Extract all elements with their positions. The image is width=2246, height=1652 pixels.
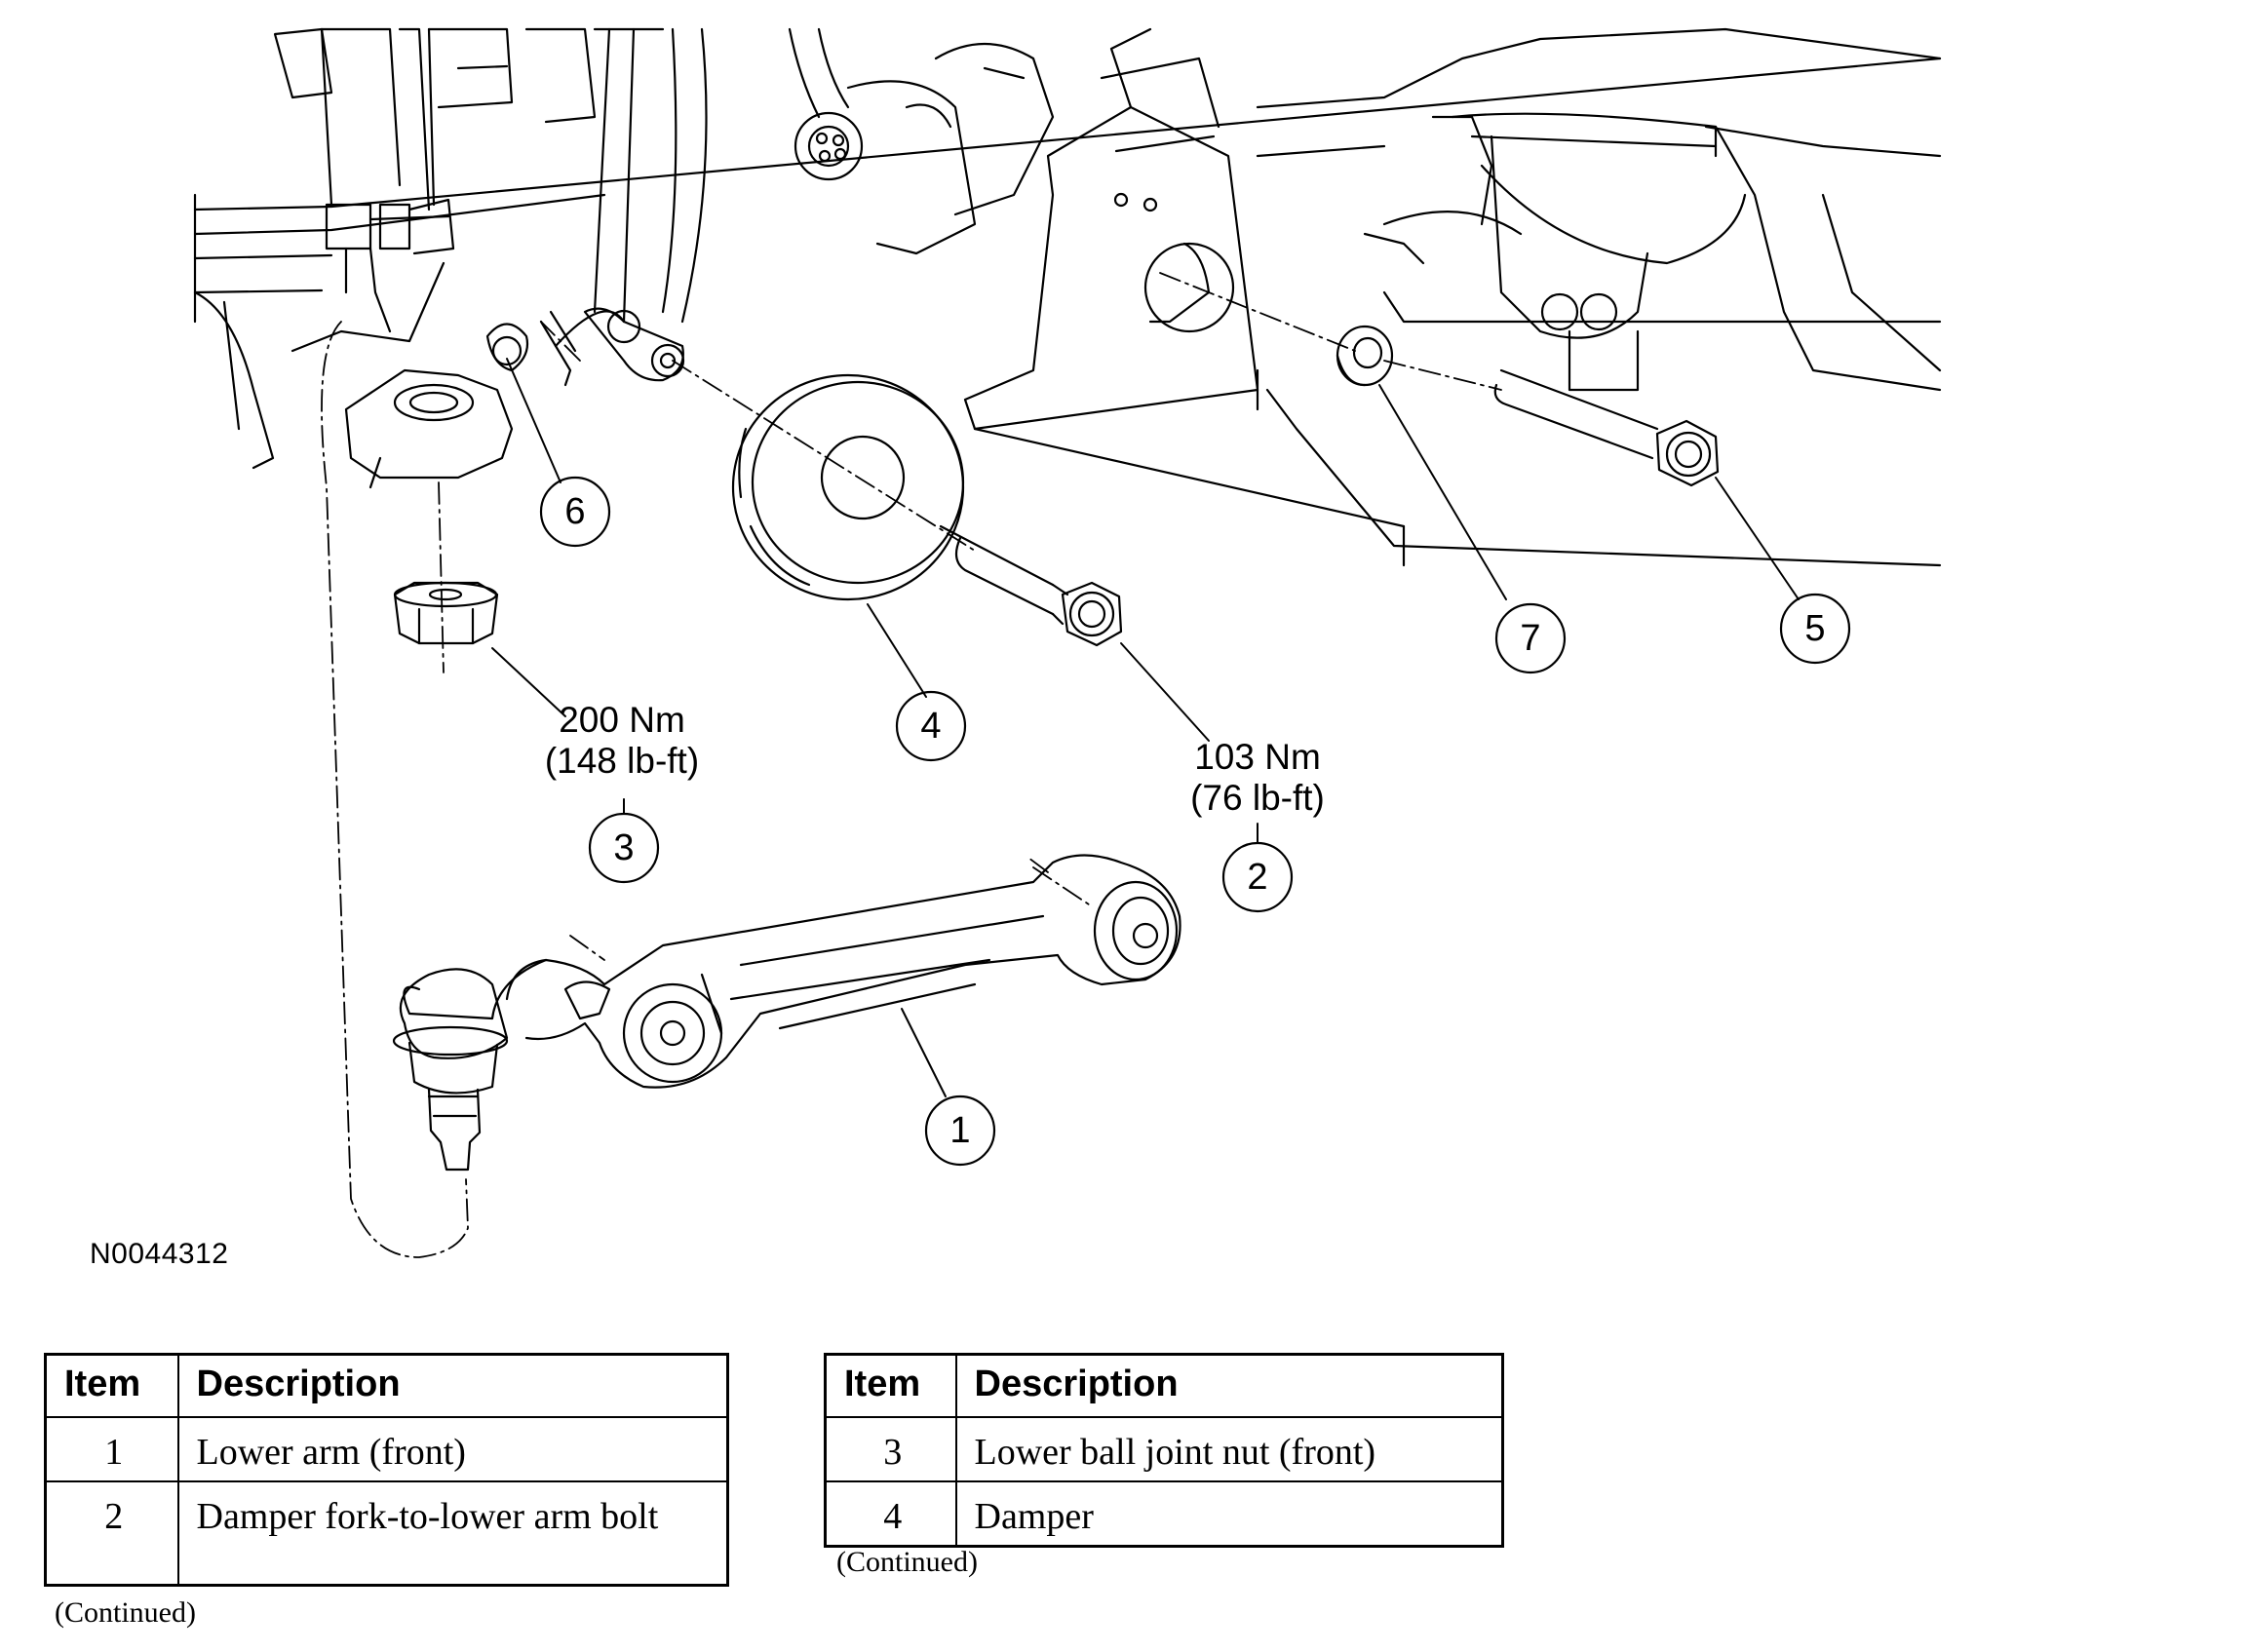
item-number: 4 (824, 1480, 957, 1548)
column-header-description: Description (954, 1353, 1504, 1418)
callout-5: 5 (1804, 608, 1826, 649)
item-description: Damper fork-to-lower arm bolt (176, 1480, 729, 1586)
callout-3: 3 (613, 827, 635, 868)
callout-4: 4 (920, 706, 942, 747)
torque-spec-ball-joint-nut: 200 Nm (148 lb-ft) (505, 700, 739, 782)
item-number: 2 (44, 1480, 179, 1586)
washer-part (1336, 325, 1394, 387)
rear-bolt (1493, 368, 1720, 487)
links (583, 307, 685, 382)
table-header-row: Item Description (44, 1353, 729, 1418)
stabilizer-link-bushing (485, 310, 626, 387)
callout-7: 7 (1520, 618, 1541, 659)
callout-1: 1 (949, 1110, 971, 1151)
torque-spec-damper-bolt: 103 Nm (76 lb-ft) (1141, 737, 1375, 819)
column-header-description: Description (176, 1353, 729, 1418)
figure-id: N0044312 (90, 1238, 229, 1270)
table-row: 2 Damper fork-to-lower arm bolt (44, 1480, 729, 1586)
torque-imperial: (148 lb-ft) (544, 741, 700, 781)
leader-lines (491, 358, 1800, 1097)
torque-metric: 103 Nm (1194, 737, 1321, 777)
torque-imperial: (76 lb-ft) (1190, 778, 1325, 818)
item-description: Lower arm (front) (176, 1416, 729, 1482)
exploded-view-illustration (193, 27, 1942, 1258)
item-number: 3 (824, 1416, 957, 1482)
continued-note: (Continued) (55, 1596, 196, 1629)
table-row: 4 Damper (824, 1480, 1504, 1548)
item-description: Damper (954, 1480, 1504, 1548)
legend-table-right: Item Description 3 Lower ball joint nut … (824, 1353, 1504, 1548)
callout-2: 2 (1247, 857, 1268, 898)
item-number: 1 (44, 1416, 179, 1482)
column-header-item: Item (824, 1353, 957, 1418)
callout-circles (539, 476, 1851, 1167)
subframe-background (193, 27, 1942, 567)
callout-6: 6 (564, 491, 586, 532)
item-description: Lower ball joint nut (front) (954, 1416, 1504, 1482)
legend-table-left: Item Description 1 Lower arm (front) 2 D… (44, 1353, 729, 1587)
continued-note: (Continued) (836, 1546, 978, 1578)
steering-knuckle (193, 27, 514, 489)
damper-part (731, 373, 965, 601)
table-header-row: Item Description (824, 1353, 1504, 1418)
table-row: 3 Lower ball joint nut (front) (824, 1416, 1504, 1482)
lower-arm-part (392, 854, 1181, 1172)
column-header-item: Item (44, 1353, 179, 1418)
torque-metric: 200 Nm (559, 700, 685, 740)
damper-fork-bolt (939, 524, 1123, 647)
alignment-lines (321, 272, 1502, 1258)
ball-joint-nut (393, 581, 499, 645)
table-row: 1 Lower arm (front) (44, 1416, 729, 1482)
